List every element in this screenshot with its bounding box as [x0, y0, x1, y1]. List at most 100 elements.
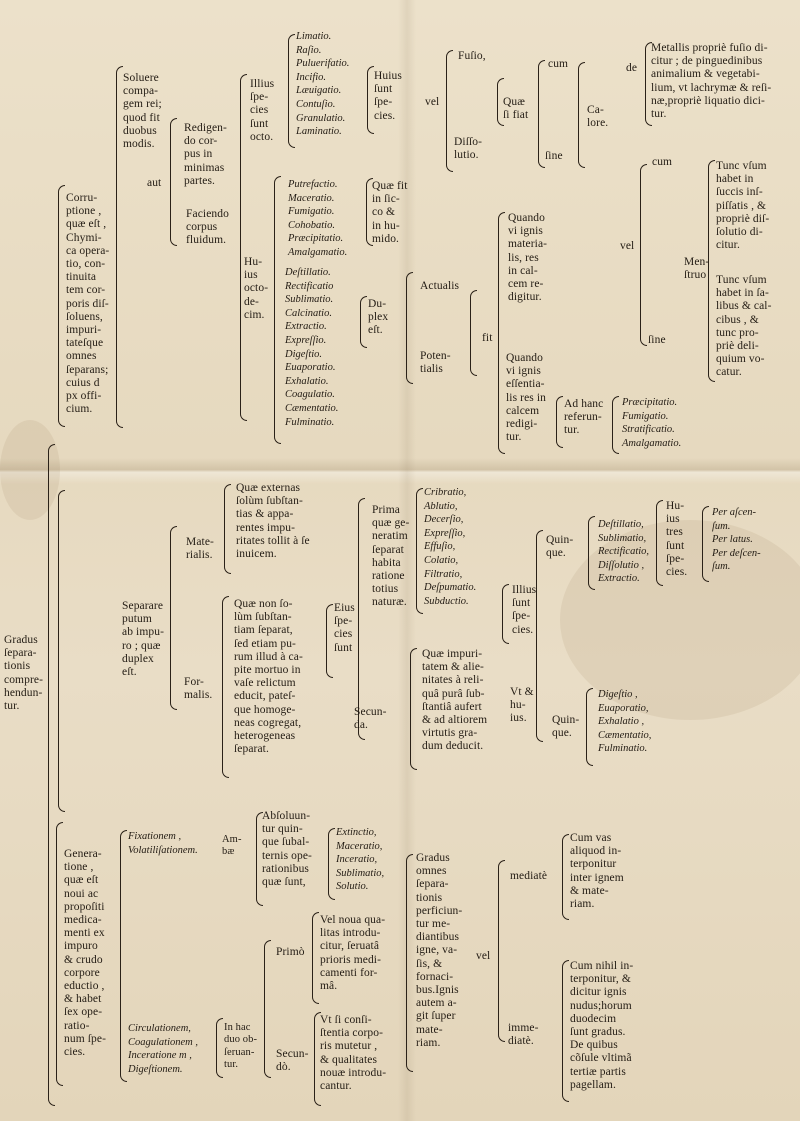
redigendo-brace [240, 74, 247, 421]
illius-species-2: Illius ſunt ſpe- cies. [512, 584, 537, 636]
prima-list: Cribratio, Ablutio, Decerſio, Expreſſio,… [424, 487, 477, 607]
octo-list: Limatio. Raſio. Puluerifatio. Incifio. L… [296, 31, 350, 138]
quinque2-list: Digeſtio , Euaporatio, Exhalatio , Cæmen… [598, 689, 652, 755]
soluere-label: Soluere compa- gem rei; quod fit duobus … [123, 72, 162, 151]
primo-label: Primò [276, 946, 305, 958]
quinque2-list-brace [586, 688, 593, 766]
illius-brace [502, 584, 509, 644]
formalis-brace [222, 596, 229, 778]
prima-label: Prima quæ ge- neratim ſeparat habita rat… [372, 504, 410, 609]
cum-nihil-brace [562, 960, 569, 1102]
fit-label: fit [482, 332, 493, 344]
quinque1-list-brace [588, 516, 595, 590]
in-hac-brace [216, 1018, 223, 1078]
quae-si-fiat-label: Quæ ſi fiat [503, 96, 529, 122]
generatione-brace-outer [56, 822, 63, 1086]
actualis-label: Actualis [420, 280, 460, 292]
de-label: de [626, 62, 638, 74]
cum-label-1: cum [548, 58, 569, 70]
ad-hanc-label: Ad hanc referun- tur. [564, 398, 604, 437]
quinque-1: Quin- que. [546, 534, 574, 560]
quae-externas: Quæ externas ſolùm ſubſtan- tias & appa-… [236, 482, 310, 561]
corruptione-sub-brace [116, 66, 123, 428]
secunda-label: Secun- da. [354, 706, 387, 732]
huius-tres: Hu- ius tres ſunt ſpe- cies. [666, 500, 688, 579]
vel-label-1: vel [425, 96, 440, 108]
vt-si-brace [314, 1012, 321, 1106]
calore-brace [578, 62, 585, 168]
faciendo-label: Faciendo corpus fluidum. [186, 208, 229, 247]
menstruo-label: Men- ſtruo [684, 256, 710, 282]
paper-fold-vertical [398, 0, 416, 1121]
quinque-brace [536, 530, 543, 742]
gradus-omnes-brace [406, 854, 413, 1072]
corruptione-brace [58, 185, 65, 427]
group-c-list: Præcipitatio. Fumigatio. Stratificatio. … [622, 397, 682, 449]
vt-si: Vt ſi conſi- ſtentia corpo- ris mutetur … [320, 1014, 387, 1093]
vt-huius: Vt & hu- ius. [510, 686, 534, 725]
quae-non: Quæ non ſo- lùm ſubſtan- tiam ſeparat, ſ… [234, 598, 303, 756]
illius-species-label: Illius ſpe- cies ſunt octo. [250, 78, 275, 143]
menstruo-brace [708, 160, 715, 382]
group-b-list: Deſtillatio. Rectificatio Sublimatio. Ca… [285, 267, 339, 428]
cum-sine-brace [538, 60, 545, 168]
octo-brace [288, 34, 295, 148]
group-a-list: Putrefactio. Maceratio. Fumigatio. Cohob… [288, 179, 348, 258]
vel-label-2: vel [620, 240, 635, 252]
ext-list-brace [328, 828, 335, 900]
quinque-2: Quin- que. [552, 714, 580, 740]
quae-impuritatem: Quæ impuri- tatem & alie- nitates à reli… [422, 648, 488, 753]
eius-brace [326, 604, 333, 678]
calore-label: Ca- lore. [587, 104, 609, 130]
eius-species: Eius ſpe- cies ſunt [334, 602, 355, 654]
huius-tres-brace [656, 500, 663, 586]
prima-secunda-brace [358, 498, 365, 740]
root-brace [48, 444, 55, 1106]
separare-brace [170, 526, 177, 710]
paper-fold [0, 458, 800, 484]
quando-potentialis: Quando vi ignis eſſentia- lis res in cal… [506, 352, 546, 444]
immediate-label: imme- diatè. [508, 1022, 539, 1048]
in-hac-label: In hac duo ob- ſeruan- tur. [224, 1022, 258, 1071]
mediate-label: mediatè [510, 870, 548, 882]
ambae-label: Am- bæ [222, 834, 242, 858]
generatione-label: Genera- tione , quæ eſt noui ac propoſit… [64, 848, 106, 1059]
quando-brace [498, 212, 505, 454]
group-c-brace [612, 396, 619, 454]
aut-brace [170, 118, 177, 246]
secunda-brace [410, 648, 417, 770]
corruptione-label: Corru- ptione , quæ eſt , Chymi- ca oper… [66, 192, 110, 416]
metallis-brace [645, 42, 652, 126]
metallis-text: Metallis propriè fuſio di- citur ; de pi… [651, 42, 772, 121]
mediate-brace [498, 860, 505, 1042]
quae-fit-brace [366, 178, 373, 246]
duplex-brace [360, 296, 367, 348]
sine-label-2: ſine [648, 334, 666, 346]
cum-vas-brace [562, 834, 569, 920]
materialis-brace [224, 484, 231, 574]
duplex-label: Du- plex eſt. [368, 298, 389, 337]
absoluuntur-label: Abſoluun- tur quin- que ſubal- ternis op… [262, 810, 312, 889]
tunc-salibus: Tunc vſum habet in ſa- libus & cal- cibu… [716, 274, 772, 379]
secundo-label: Secun- dò. [276, 1048, 309, 1074]
separare-brace-outer [58, 490, 65, 812]
vel-noua-brace [312, 912, 319, 1004]
quae-brace [497, 78, 504, 126]
circulatio-list: Circulationem, Coagulationem , Inceratio… [128, 1023, 198, 1075]
cum-label-2: cum [652, 156, 673, 168]
gradus-root: Gradus ſepara- tionis compre- hendun- tu… [4, 634, 44, 713]
fusio-label: Fuſio, [458, 50, 486, 62]
huius-species-sunt: Huius ſunt ſpe- cies. [374, 70, 402, 122]
tres-list-brace [702, 506, 709, 582]
quae-fit-label: Quæ fit in ſic- co & in hu- mido. [372, 180, 408, 245]
tres-list: Per aſcen- ſum. Per latus. Per deſcen- ſ… [712, 507, 761, 573]
potentialis-label: Poten- tialis [420, 350, 451, 376]
fixatio-list: Fixationem , Volatiliſationem. [128, 831, 198, 856]
vel-noua: Vel noua qua- litas introdu- citur, ſeru… [320, 914, 386, 993]
cum-vas: Cum vas aliquod in- terponitur inter ign… [570, 832, 624, 911]
quinque1-list: Deſtillatio, Sublimatio, Rectificatio, D… [598, 519, 650, 585]
generatione-brace [120, 830, 127, 1082]
fit-brace [470, 290, 477, 376]
paper-stain [0, 420, 60, 520]
fusio-brace [446, 50, 453, 172]
